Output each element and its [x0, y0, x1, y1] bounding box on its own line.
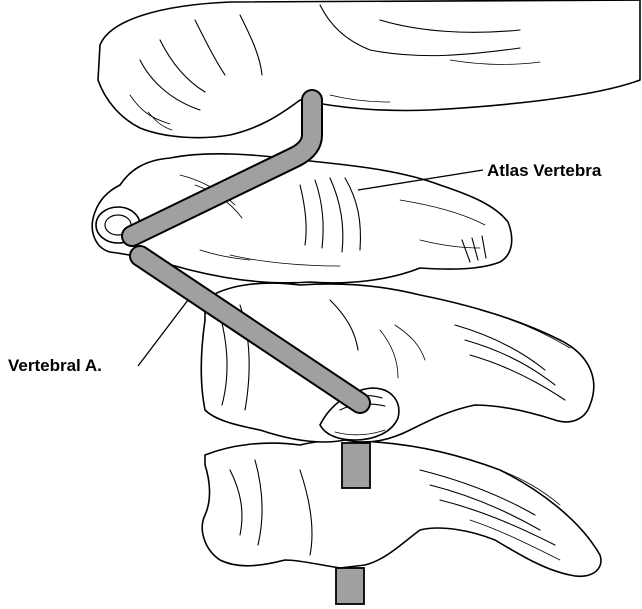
lower-vertebra: [202, 440, 601, 576]
skull-base: [98, 0, 640, 138]
atlas-vertebra-label: Atlas Vertebra: [487, 162, 601, 179]
vertebral-leader-line: [138, 300, 188, 366]
vertebral-artery-label: Vertebral A.: [8, 357, 102, 374]
